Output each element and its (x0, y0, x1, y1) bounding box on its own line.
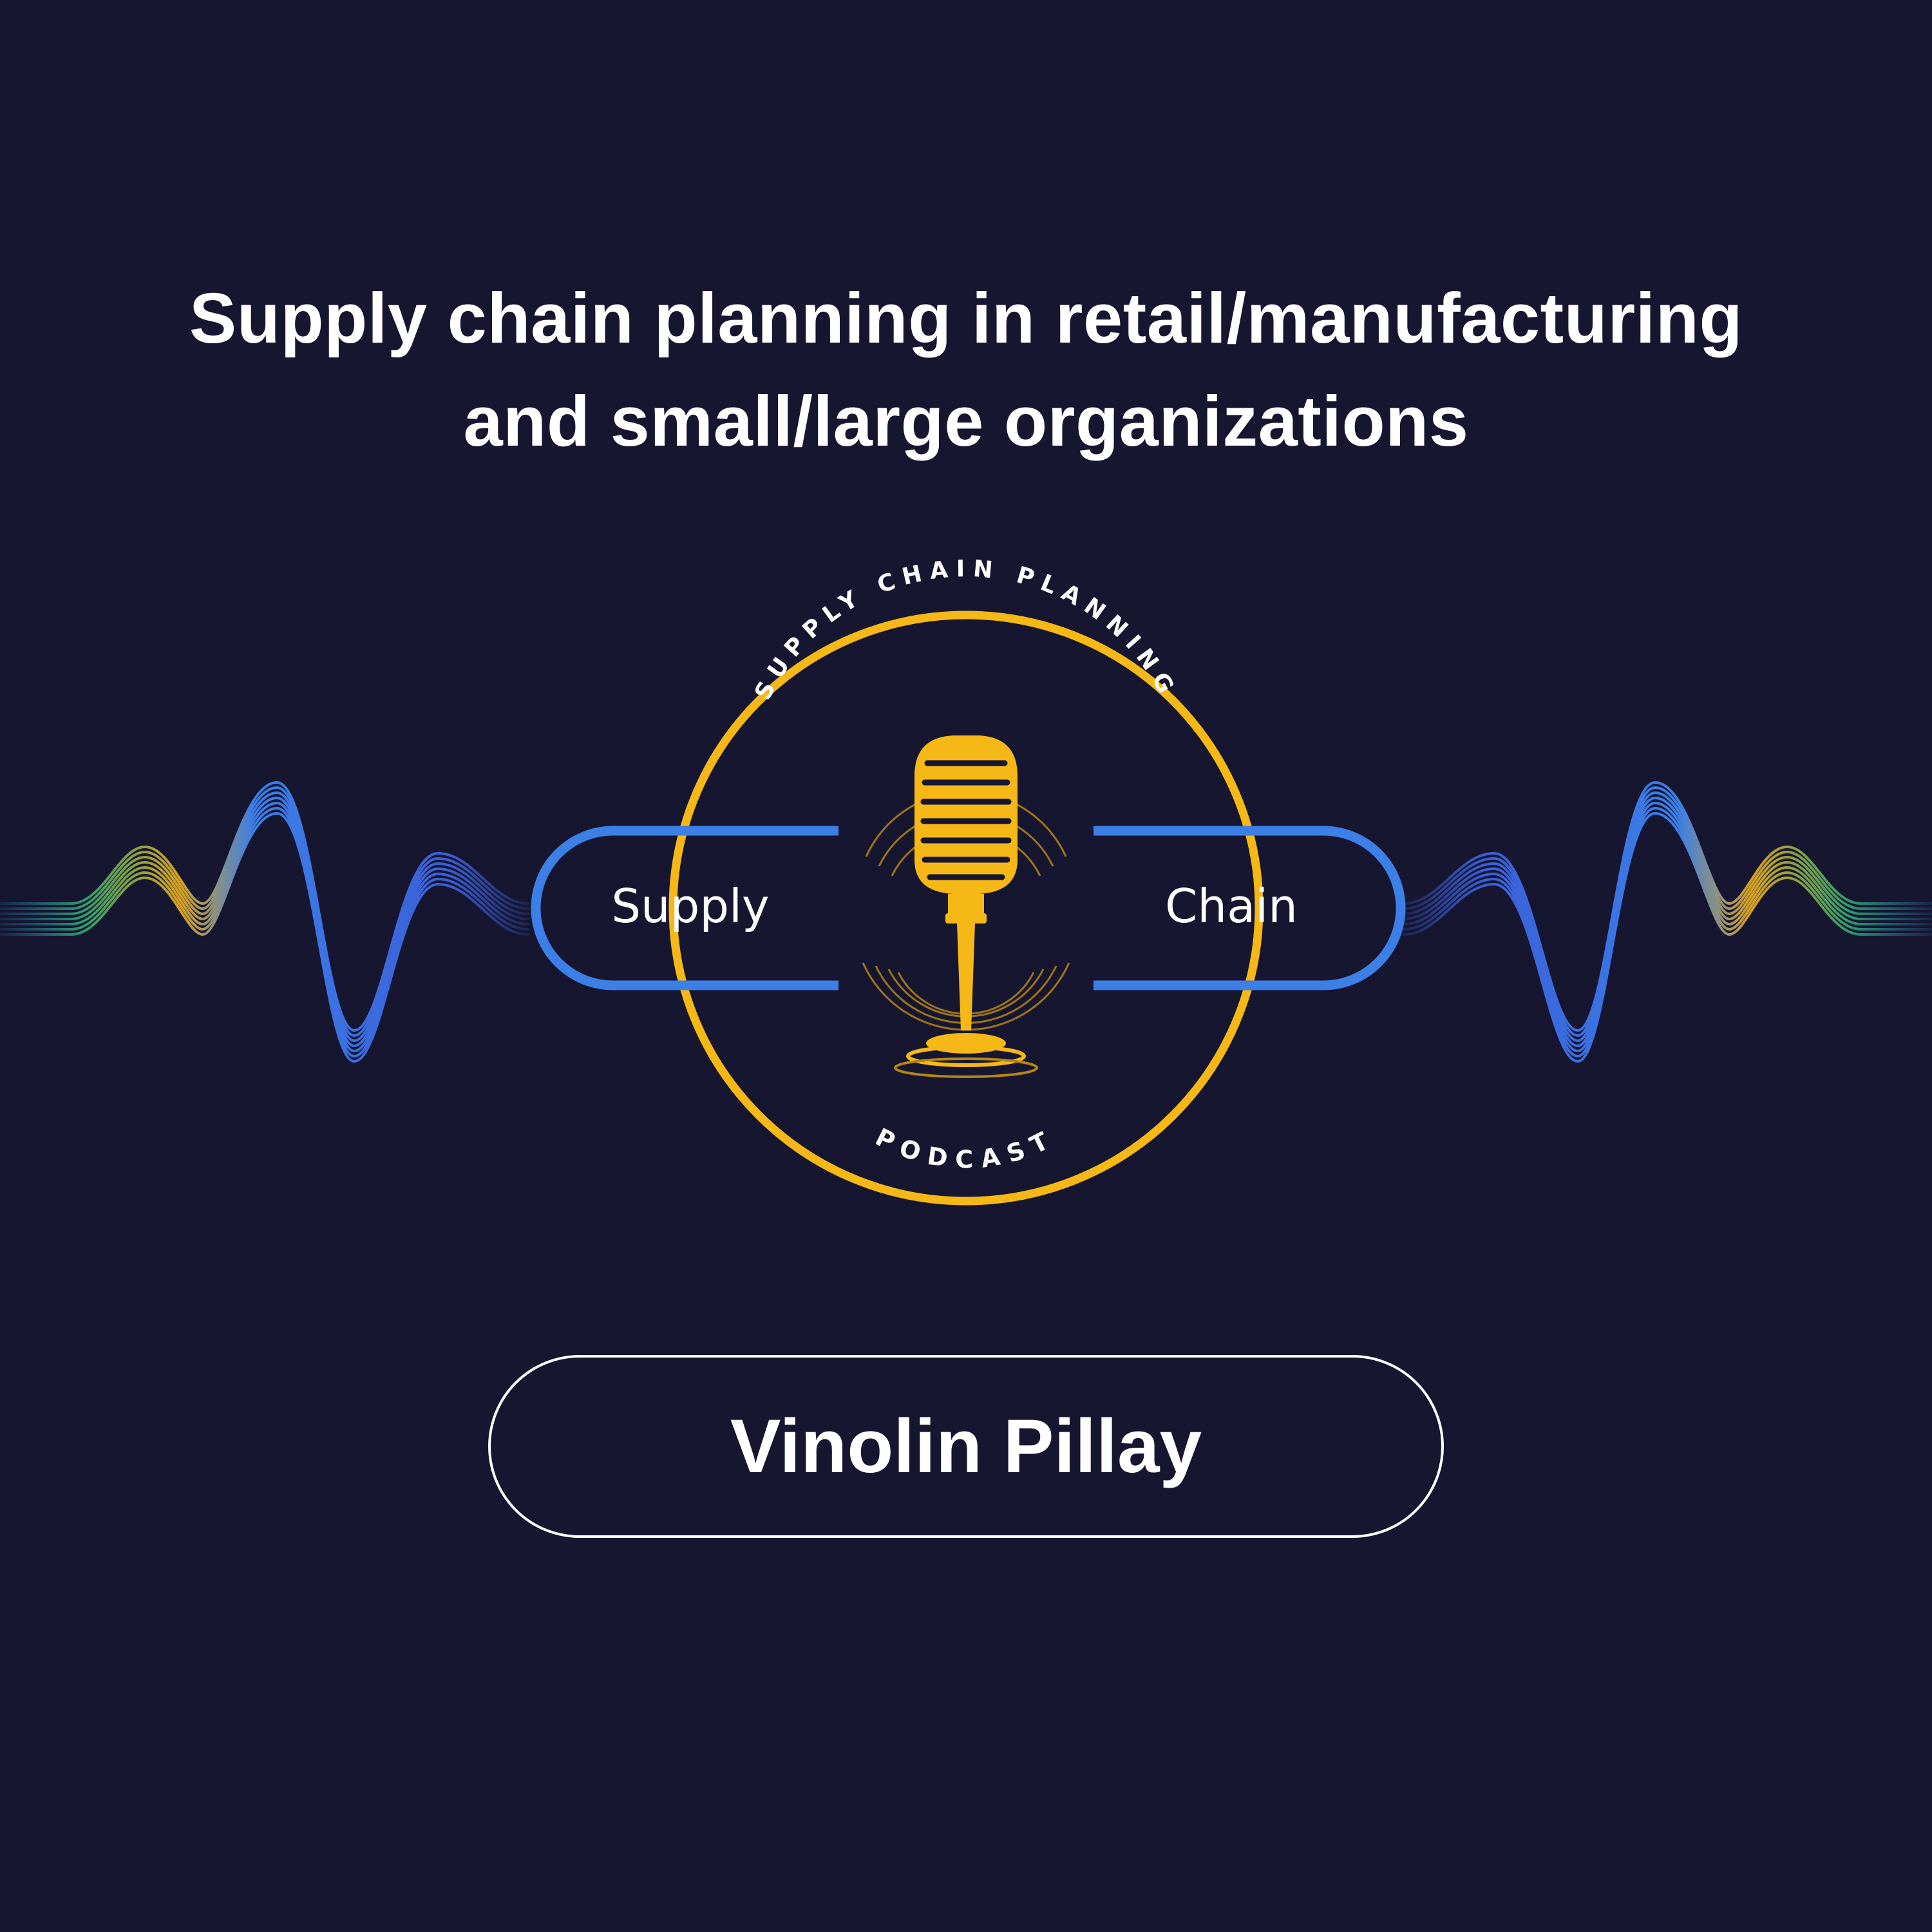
guest-name: Vinolin Pillay (730, 1404, 1202, 1489)
microphone-icon (862, 735, 1070, 1078)
episode-title-line-1: Supply chain planning in retail/manufact… (189, 279, 1743, 358)
logo-word-chain: Chain (1165, 879, 1298, 933)
episode-title-line-2: and small/large organizations (463, 382, 1469, 461)
episode-title: Supply chain planning in retail/manufact… (64, 267, 1868, 473)
sound-wave-right (1403, 781, 1932, 1063)
guest-name-pill: Vinolin Pillay (488, 1355, 1444, 1538)
logo-banner (531, 826, 1406, 990)
sound-wave-left (0, 781, 529, 1063)
logo-word-supply: Supply (611, 879, 769, 933)
